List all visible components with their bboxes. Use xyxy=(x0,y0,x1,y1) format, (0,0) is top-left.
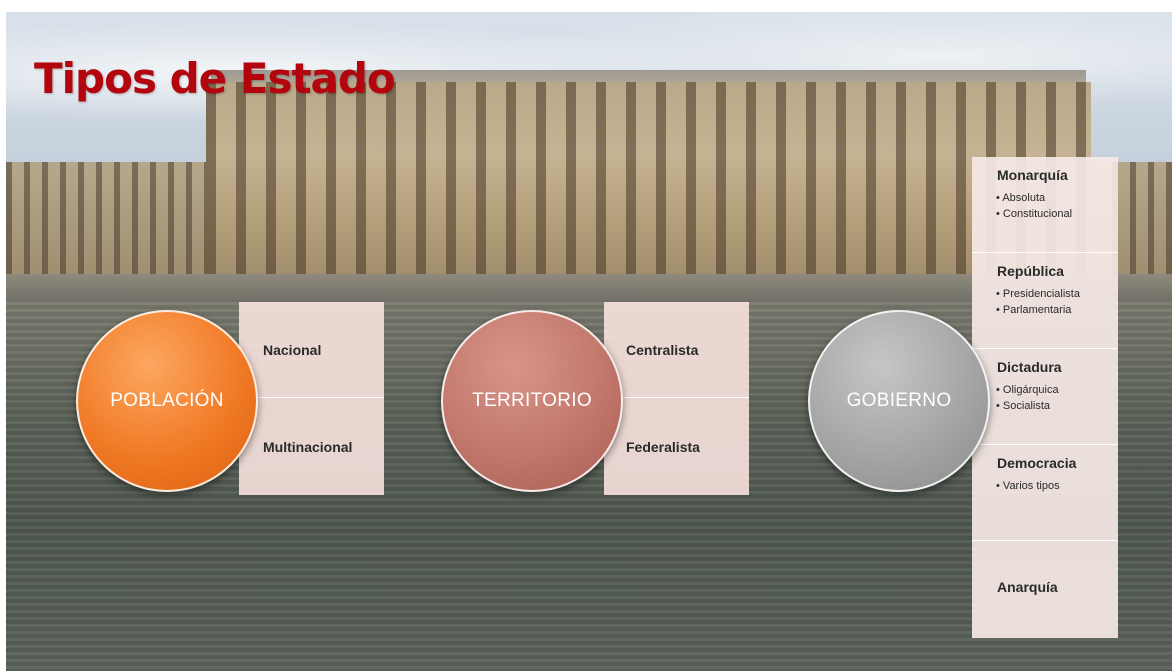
gobierno-subtype: Absoluta xyxy=(996,190,1118,206)
territorio-item-label: Centralista xyxy=(626,342,699,358)
slide: Tipos de Estado POBLACIÓN Nacional Multi… xyxy=(6,12,1172,671)
poblacion-item-label: Multinacional xyxy=(263,439,353,455)
gobierno-block-title: Monarquía xyxy=(997,167,1068,183)
gobierno-block-title: República xyxy=(997,263,1064,279)
poblacion-item-label: Nacional xyxy=(263,342,322,358)
background-palace-left-wing xyxy=(6,162,211,277)
gobierno-block-title: Democracia xyxy=(997,455,1077,471)
territorio-item-centralista: Centralista xyxy=(604,302,749,398)
poblacion-circle: POBLACIÓN xyxy=(76,310,258,492)
gobierno-subtype: Socialista xyxy=(996,398,1118,414)
gobierno-block-republica: República Presidencialista Parlamentaria xyxy=(972,253,1118,349)
gobierno-block-monarquia: Monarquía Absoluta Constitucional xyxy=(972,157,1118,253)
gobierno-label: GOBIERNO xyxy=(846,390,952,411)
gobierno-subtype: Constitucional xyxy=(996,206,1118,222)
gobierno-subtype: Oligárquica xyxy=(996,382,1118,398)
gobierno-block-title: Anarquía xyxy=(997,579,1058,595)
gobierno-circle: GOBIERNO xyxy=(808,310,990,492)
territorio-item-federalista: Federalista xyxy=(604,399,749,495)
territorio-label: TERRITORIO xyxy=(472,390,592,411)
poblacion-label: POBLACIÓN xyxy=(110,390,224,411)
territorio-circle: TERRITORIO xyxy=(441,310,623,492)
gobierno-subtype: Varios tipos xyxy=(996,478,1118,494)
background-palace-right-wing xyxy=(1112,162,1172,277)
poblacion-item-nacional: Nacional xyxy=(239,302,384,398)
gobierno-block-dictadura: Dictadura Oligárquica Socialista xyxy=(972,349,1118,445)
poblacion-item-multinacional: Multinacional xyxy=(239,399,384,495)
territorio-item-label: Federalista xyxy=(626,439,700,455)
background-palace xyxy=(206,82,1091,287)
gobierno-block-title: Dictadura xyxy=(997,359,1062,375)
gobierno-subtype: Parlamentaria xyxy=(996,302,1118,318)
slide-title: Tipos de Estado xyxy=(34,54,396,103)
territorio-panel: Centralista Federalista xyxy=(604,302,749,495)
gobierno-subtype: Presidencialista xyxy=(996,286,1118,302)
gobierno-panel: Monarquía Absoluta Constitucional Repúbl… xyxy=(972,157,1118,638)
gobierno-block-anarquia: Anarquía xyxy=(972,541,1118,638)
poblacion-panel: Nacional Multinacional xyxy=(239,302,384,495)
gobierno-block-democracia: Democracia Varios tipos xyxy=(972,445,1118,541)
